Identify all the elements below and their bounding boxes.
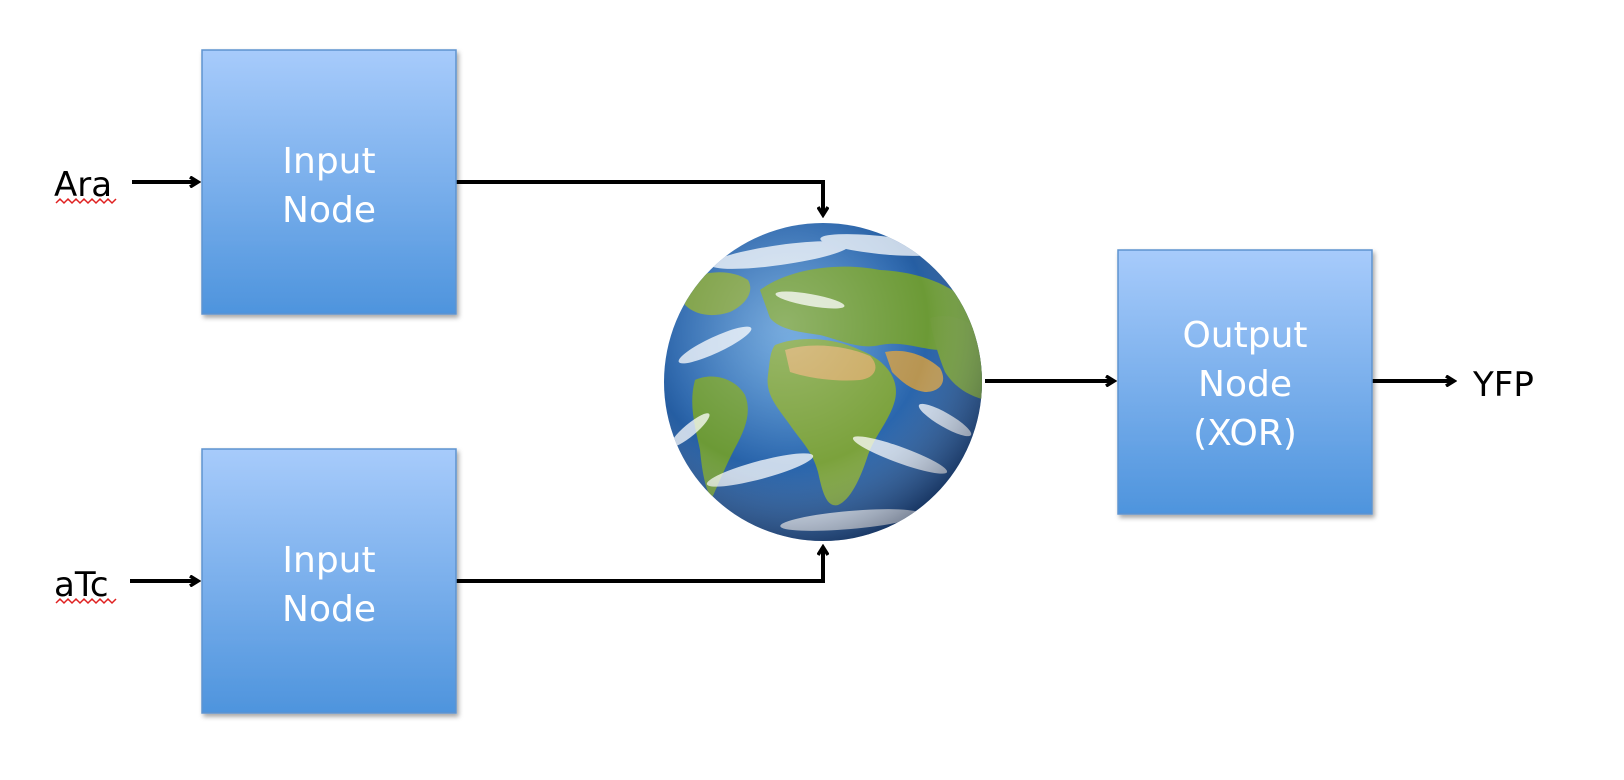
input-node-2-label-line1: Input [282,540,375,581]
input-signal-atc-label: aTc [54,565,109,605]
input-signal-ara-label: Ara [54,165,112,205]
input-node-1-box [201,49,457,315]
spellcheck-underline [55,597,117,605]
input-node-1-to-globe-arrow [456,180,823,215]
input-signal-ara: Ara [54,165,117,205]
output-node-label-line1: Output [1182,315,1307,356]
spellcheck-underline [55,197,117,205]
output-signal-yfp-label: YFP [1472,365,1534,405]
output-node-label-line3: (XOR) [1193,413,1297,454]
output-node-label-line2: Node [1198,364,1292,405]
input-node-2-to-globe-arrow [456,547,823,583]
output-node-box [1117,249,1373,515]
input-node-2-label-line2: Node [282,589,376,630]
input-node-1-label-line1: Input [282,141,375,182]
input-node-2: Input Node [201,448,457,714]
input-node-1: Input Node [201,49,457,315]
output-node: Output Node (XOR) [1117,249,1373,515]
input-signal-atc: aTc [54,565,117,605]
input-node-1-label-line2: Node [282,190,376,231]
earth-globe-icon [664,223,982,541]
input-node-2-box [201,448,457,714]
